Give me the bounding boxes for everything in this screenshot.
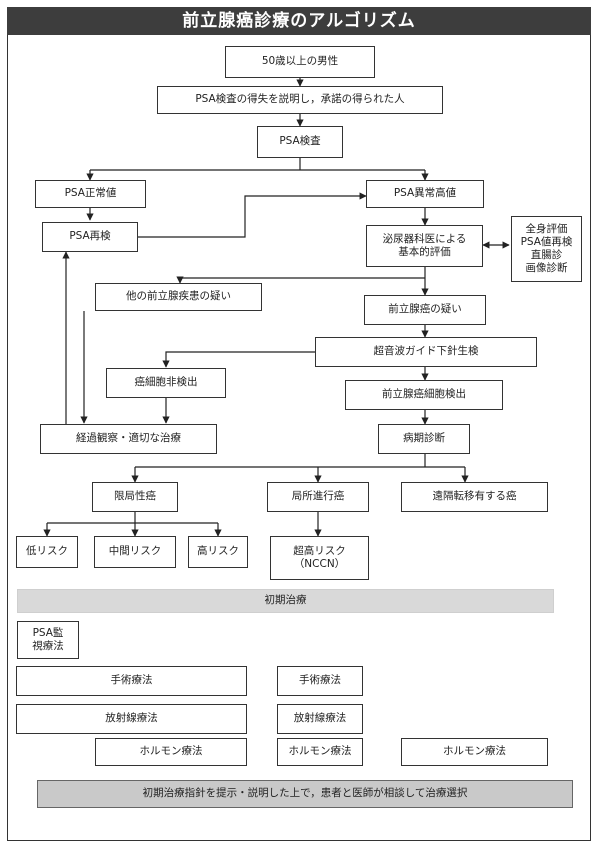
node-no-cancer-cells: 癌細胞非検出	[106, 368, 226, 398]
node-staging: 病期診断	[378, 424, 470, 454]
node-consent: PSA検査の得失を説明し，承諾の得られた人	[157, 86, 443, 114]
node-localized-cancer: 限局性癌	[92, 482, 178, 512]
node-psa-abnormal: PSA異常高値	[366, 180, 484, 208]
node-very-high-risk: 超高リスク （NCCN）	[270, 536, 369, 580]
node-watchful-waiting: 経過観察・適切な治療	[40, 424, 217, 454]
node-biopsy: 超音波ガイド下針生検	[315, 337, 537, 367]
node-high-risk: 高リスク	[188, 536, 248, 568]
node-other-prostate: 他の前立腺疾患の疑い	[95, 283, 262, 311]
node-metastatic: 遠隔転移有する癌	[401, 482, 548, 512]
node-psa-retest: PSA再検	[42, 222, 138, 252]
node-urology-eval: 泌尿器科医による 基本的評価	[366, 225, 483, 267]
node-low-risk: 低リスク	[16, 536, 78, 568]
node-psa-normal: PSA正常値	[35, 180, 146, 208]
node-locally-advanced: 局所進行癌	[267, 482, 369, 512]
node-hormone-localized: ホルモン療法	[95, 738, 247, 766]
decision-footer: 初期治療指針を提示・説明した上で，患者と医師が相談して治療選択	[37, 780, 573, 808]
initial-treatment-header: 初期治療	[17, 589, 554, 613]
node-suspect-cancer: 前立腺癌の疑い	[364, 295, 486, 325]
node-men-50: 50歳以上の男性	[225, 46, 375, 78]
node-cancer-detected: 前立腺癌細胞検出	[345, 380, 503, 410]
node-hormone-advanced: ホルモン療法	[277, 738, 363, 766]
node-radiation-advanced: 放射線療法	[277, 704, 363, 734]
node-psa-surveillance: PSA監 視療法	[17, 621, 79, 659]
node-workup: 全身評価 PSA値再検 直腸診 画像診断	[511, 216, 582, 282]
node-intermediate-risk: 中間リスク	[94, 536, 176, 568]
diagram-title: 前立腺癌診療のアルゴリズム	[7, 7, 591, 35]
node-surgery-localized: 手術療法	[16, 666, 247, 696]
node-radiation-localized: 放射線療法	[16, 704, 247, 734]
node-psa-test: PSA検査	[257, 126, 343, 158]
node-hormone-metastatic: ホルモン療法	[401, 738, 548, 766]
node-surgery-advanced: 手術療法	[277, 666, 363, 696]
